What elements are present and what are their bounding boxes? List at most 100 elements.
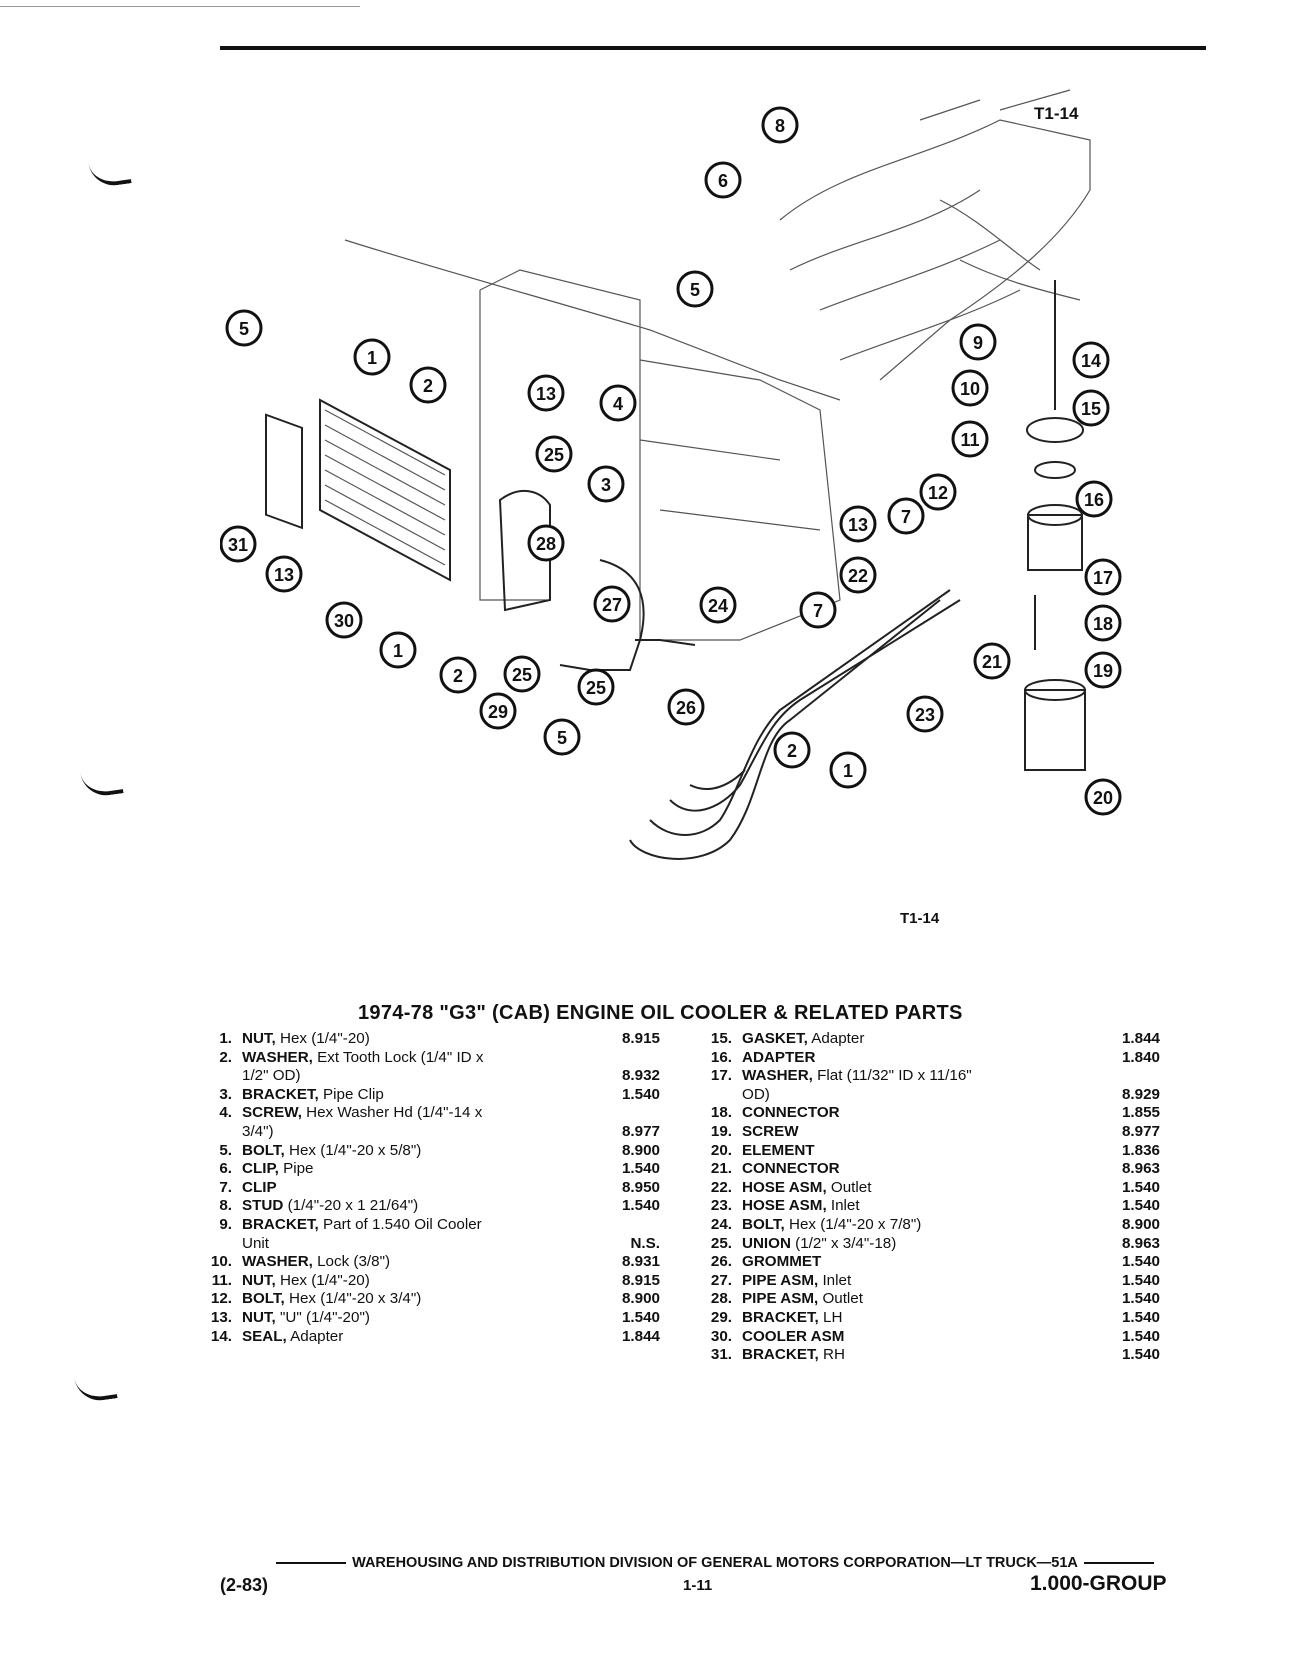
part-group-number: 1.540 (621, 1085, 660, 1103)
callout-label: 29 (488, 702, 508, 722)
binding-mark (80, 767, 124, 799)
binding-mark (74, 1372, 118, 1404)
part-number: 17. (710, 1067, 732, 1085)
part-group-number: 1.840 (1121, 1048, 1160, 1066)
radiator-support (344, 239, 841, 641)
footer-group: 1.000-GROUP (1030, 1572, 1167, 1595)
part-number: 7. (219, 1178, 232, 1196)
callout-28: 28 (527, 524, 565, 562)
part-description: BOLT, Hex (1/4"-20 x 7/8") (742, 1216, 1100, 1235)
part-name: WASHER, (742, 1067, 813, 1085)
part-number: 29. (710, 1308, 732, 1326)
part-detail: Hex Washer Hd (1/4"-14 x (301, 1104, 483, 1122)
callout-23: 23 (906, 695, 944, 733)
part-description: ELEMENT (742, 1142, 1100, 1161)
part-row: 10.WASHER, Lock (3/8")8.931 (190, 1253, 660, 1272)
part-number: 25. (710, 1234, 732, 1252)
part-row: 26. GROMMET 1.540 (690, 1253, 1160, 1272)
part-name: PIPE ASM, (742, 1271, 819, 1289)
part-group-number: 8.932 (621, 1067, 660, 1085)
engine-outline (779, 89, 1091, 381)
part-number: 31. (710, 1346, 732, 1364)
part-group-number: 8.963 (1121, 1160, 1160, 1178)
part-name: HOSE ASM, (742, 1178, 827, 1196)
blank-cell (1100, 1067, 1160, 1086)
part-detail: Hex (1/4"-20 x 5/8") (284, 1141, 422, 1159)
part-row: 13.NUT, "U" (1/4"-20")1.540 (190, 1309, 660, 1328)
part-description: HOSE ASM, Inlet (742, 1197, 1100, 1216)
part-row: 12.BOLT, Hex (1/4"-20 x 3/4")8.900 (190, 1290, 660, 1309)
callout-label: 7 (813, 601, 823, 621)
callout-label: 2 (423, 376, 433, 396)
callout-label: 9 (973, 333, 983, 353)
pipe-outlet-shape (559, 559, 645, 671)
part-number: 11. (211, 1271, 232, 1289)
part-detail: Inlet (818, 1271, 852, 1289)
part-description: PIPE ASM, Outlet (742, 1290, 1100, 1309)
part-group-number: 1.540 (1121, 1253, 1160, 1271)
part-group-number: 8.977 (1121, 1122, 1160, 1140)
part-detail: Hex (1/4"-20) (275, 1271, 370, 1289)
part-number: 23. (710, 1197, 732, 1215)
part-description: UNION (1/2" x 3/4"-18) (742, 1235, 1100, 1254)
part-description: ADAPTER (742, 1049, 1100, 1068)
part-description: BRACKET, RH (742, 1346, 1100, 1365)
callout-1: 1 (829, 751, 867, 789)
part-description: CONNECTOR (742, 1160, 1100, 1179)
callout-label: 1 (393, 641, 403, 661)
part-detail: Hex (1/4"-20 x 7/8") (784, 1215, 922, 1233)
part-group-number: 8.929 (1121, 1085, 1160, 1103)
part-description-continued: OD) (742, 1085, 770, 1103)
blank-cell (600, 1216, 660, 1235)
part-group-number: 1.844 (621, 1327, 660, 1345)
callout-15: 15 (1072, 389, 1110, 427)
part-name: ELEMENT (742, 1141, 815, 1159)
callout-label: 25 (586, 678, 606, 698)
callout-label: 11 (960, 430, 979, 450)
callout-1: 1 (379, 631, 417, 669)
part-description: BOLT, Hex (1/4"-20 x 3/4") (242, 1290, 600, 1309)
callout-18: 18 (1084, 604, 1122, 642)
callout-30: 30 (325, 601, 363, 639)
part-row: 1.NUT, Hex (1/4"-20)8.915 (190, 1030, 660, 1049)
part-number: 2. (219, 1048, 232, 1066)
part-number: 26. (710, 1253, 732, 1271)
part-number: 20. (710, 1141, 732, 1159)
part-number: 9. (219, 1215, 232, 1233)
part-number: 21. (710, 1160, 732, 1178)
callout-label: 1 (843, 761, 853, 781)
part-row-continuation: 1/2" OD) 8.932 (190, 1067, 660, 1086)
part-number: 22. (710, 1178, 732, 1196)
part-description: STUD (1/4"-20 x 1 21/64") (242, 1197, 600, 1216)
part-number: 1. (219, 1030, 232, 1047)
part-number: 8. (219, 1197, 232, 1215)
callout-22: 22 (839, 556, 877, 594)
part-row: 8.STUD (1/4"-20 x 1 21/64")1.540 (190, 1197, 660, 1216)
part-group-number: 8.900 (1121, 1215, 1160, 1233)
callout-25: 25 (503, 655, 541, 693)
callout-label: 5 (557, 728, 567, 748)
callout-19: 19 (1084, 651, 1122, 689)
part-group-number: 1.844 (1121, 1030, 1160, 1047)
part-group-number: 1.540 (1121, 1290, 1160, 1308)
part-name: GROMMET (742, 1253, 822, 1271)
part-name: NUT, (242, 1030, 276, 1047)
part-group-number: 1.855 (1121, 1104, 1160, 1122)
part-row: 11.NUT, Hex (1/4"-20)8.915 (190, 1272, 660, 1291)
part-name: WASHER, (242, 1253, 313, 1271)
part-number: 6. (219, 1160, 232, 1178)
callout-12: 12 (919, 473, 957, 511)
part-description-continued: 1/2" OD) (242, 1067, 301, 1085)
part-detail: Part of 1.540 Oil Cooler (318, 1215, 482, 1233)
callout-8: 8 (761, 106, 799, 144)
